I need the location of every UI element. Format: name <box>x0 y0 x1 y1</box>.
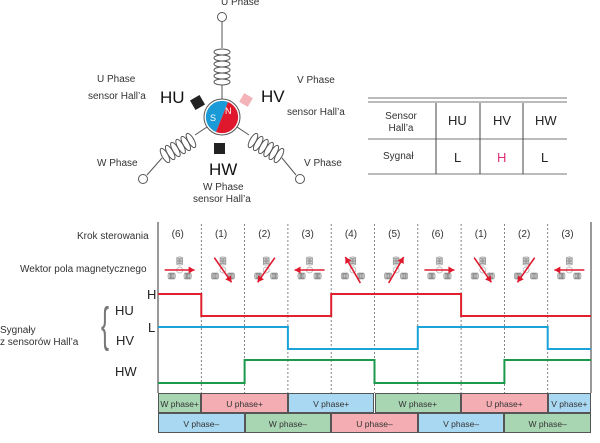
magnetic-vector-icon <box>211 256 235 283</box>
magnetic-vector-icon <box>384 256 409 284</box>
step-label: (3) <box>561 229 574 240</box>
rotor-s-label: S <box>210 113 217 123</box>
step-label: (2) <box>258 229 271 240</box>
hu-label: HU <box>160 88 185 107</box>
phase-cell: U phase+ <box>461 393 548 413</box>
magnetic-vector-icon <box>514 256 539 283</box>
state-row-label: Sygnał <box>383 151 414 162</box>
state-col-hu: HU <box>448 113 467 128</box>
u-terminal-icon <box>217 12 227 22</box>
u-sensor-label-1: U Phase <box>97 74 136 85</box>
signal-label-hu: HU <box>115 303 134 318</box>
phase-cell: U phase+ <box>201 393 288 413</box>
v-phase-label-top: V Phase <box>297 75 335 86</box>
v-phase-label-bottom: V Phase <box>304 158 342 169</box>
state-value-hu: L <box>454 150 462 165</box>
step-label: (5) <box>388 229 401 240</box>
w-phase-label: W Phase <box>97 158 138 169</box>
group-label-2: z sensorów Hall’a <box>0 337 79 348</box>
signal-line-hw <box>158 359 591 384</box>
signal-label-hv: HV <box>116 333 135 348</box>
u-phase-label: U Phase <box>221 0 260 8</box>
magnetic-vector-icon <box>424 256 455 280</box>
step-label: (1) <box>214 229 228 240</box>
v-terminal-icon <box>295 174 305 184</box>
magnetic-vector-icon <box>470 256 495 283</box>
hw-label: HW <box>209 160 238 179</box>
step-label: (6) <box>431 229 444 240</box>
state-value-hv: H <box>497 150 507 165</box>
hw-sensor-icon <box>214 143 225 154</box>
magnetic-vector-icon <box>164 256 195 280</box>
w-sensor-label-1: W Phase <box>203 182 244 193</box>
state-col-hv: HV <box>493 113 512 128</box>
step-label: (6) <box>171 229 184 240</box>
phase-cell: W phase– <box>504 413 591 433</box>
step-label: (1) <box>474 229 487 240</box>
phase-cell: V phase+ <box>287 393 375 413</box>
level-high-label: H <box>147 287 157 302</box>
vector-row-label: Wektor pola magnetycznego <box>20 264 147 275</box>
magnetic-vector-icon <box>554 256 585 280</box>
hv-sensor-icon <box>239 93 253 107</box>
signal-line-hv <box>158 326 591 350</box>
phase-cell: V phase– <box>417 413 505 433</box>
step-label: (3) <box>301 229 314 240</box>
phase-cell: W phase+ <box>158 393 202 413</box>
magnetic-vector-icon <box>254 256 279 283</box>
step-label: (4) <box>344 229 358 240</box>
step-label: (2) <box>518 229 531 240</box>
group-label-1: Sygnały <box>0 325 36 336</box>
rotor-n-label: N <box>225 106 232 116</box>
phase-cell: W phase– <box>244 413 332 433</box>
w-sensor-label-2: sensor Hall’a <box>193 194 251 205</box>
step-row-label: Krok sterowania <box>77 231 149 242</box>
hu-sensor-icon <box>189 94 206 111</box>
w-coil-icon <box>159 132 197 164</box>
phase-cell: W phase+ <box>374 393 462 413</box>
phase-cell: U phase– <box>331 413 418 433</box>
hv-label: HV <box>261 87 285 106</box>
v-sensor-label: sensor Hall’a <box>287 107 345 118</box>
phase-cell: V phase+ <box>547 393 591 413</box>
w-terminal-icon <box>138 174 148 184</box>
rotor-icon <box>203 98 241 136</box>
magnetic-vector-icon <box>294 256 325 280</box>
state-col-hw: HW <box>535 113 557 128</box>
phase-cell: V phase– <box>158 413 245 433</box>
v-coil-icon <box>247 132 285 164</box>
signal-line-hu <box>158 293 591 317</box>
state-value-hw: L <box>541 150 549 165</box>
magnetic-vector-icon <box>340 256 365 284</box>
u-sensor-label-2: sensor Hall’a <box>88 91 146 102</box>
signal-label-hw: HW <box>115 364 137 379</box>
level-low-label: L <box>148 320 156 335</box>
state-table-header: Sensor Hall’a <box>385 111 417 134</box>
group-brace: { <box>101 299 110 352</box>
